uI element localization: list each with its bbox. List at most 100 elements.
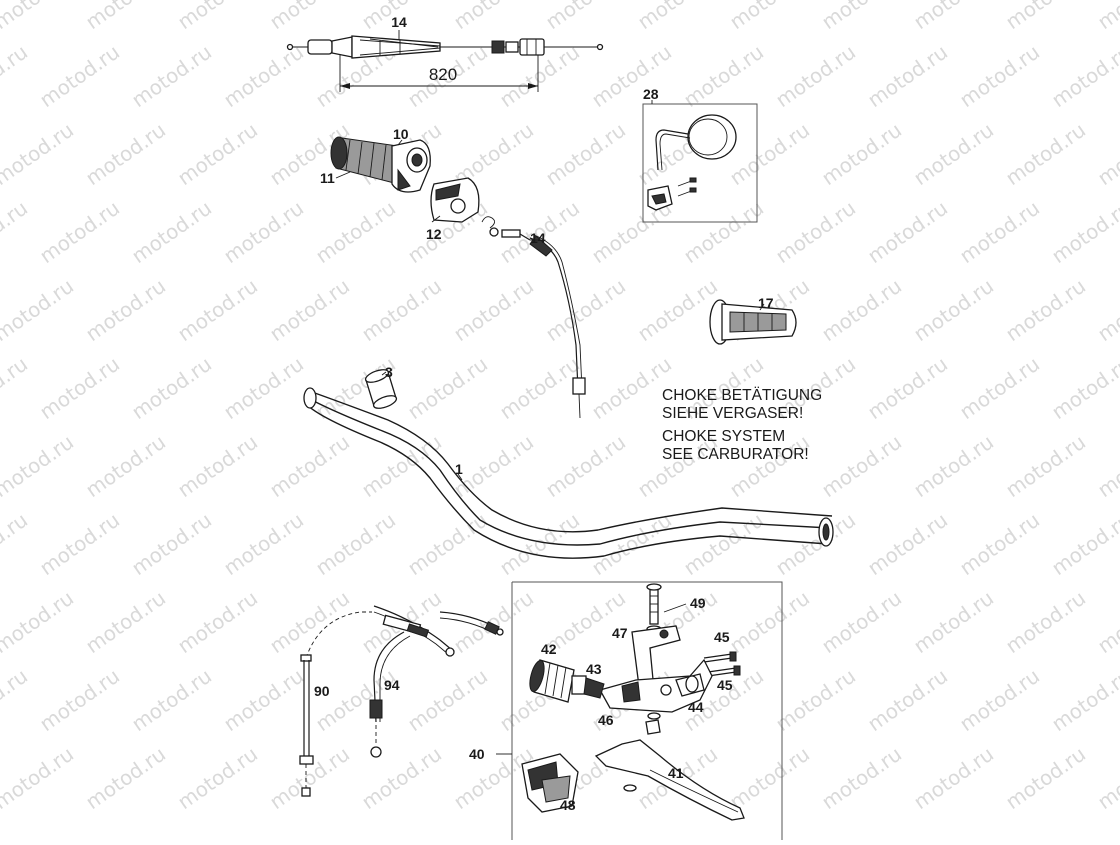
callout-45-b: 45 [717, 677, 733, 693]
left-grip: 17 [709, 295, 797, 345]
bushing: 3 [364, 364, 398, 409]
watermark-text: motod.ru [449, 586, 538, 658]
watermark-text: motod.ru [0, 0, 78, 34]
watermark-text: motod.ru [1047, 40, 1120, 112]
watermark-text: motod.ru [403, 664, 492, 736]
watermark-text: motod.ru [81, 742, 170, 814]
watermark-text: motod.ru [863, 508, 952, 580]
watermark-text: motod.ru [633, 274, 722, 346]
callout-44: 44 [688, 699, 704, 715]
watermark-text: motod.ru [909, 118, 998, 190]
watermark-text: motod.ru [863, 40, 952, 112]
watermark-text: motod.ru [725, 586, 814, 658]
watermark-text: motod.ru [1001, 586, 1090, 658]
watermark-text: motod.ru [955, 196, 1044, 268]
throttle-housing-cover: 12 [426, 177, 480, 242]
callout-11: 11 [320, 170, 335, 186]
callout-17: 17 [758, 295, 774, 311]
watermark-text: motod.ru [449, 0, 538, 34]
watermark-text: motod.ru [81, 0, 170, 34]
watermark-text: motod.ru [81, 274, 170, 346]
watermark-text: motod.ru [219, 196, 308, 268]
watermark-text: motod.ru [0, 118, 78, 190]
watermark-text: motod.ru [541, 430, 630, 502]
watermark-text: motod.ru [0, 742, 78, 814]
watermark-text: motod.ru [0, 508, 32, 580]
watermark-text: motod.ru [1047, 664, 1120, 736]
callout-94: 94 [384, 677, 400, 693]
callout-40: 40 [469, 746, 485, 762]
watermark-text: motod.ru [725, 118, 814, 190]
watermark-text: motod.ru [1001, 742, 1090, 814]
watermark-text: motod.ru [449, 274, 538, 346]
watermark-text: motod.ru [771, 664, 860, 736]
note-line-1: CHOKE BETÄTIGUNG [662, 387, 822, 404]
mirror-assembly: 28 [642, 86, 758, 223]
dimension-label: 820 [429, 65, 457, 84]
callout-42: 42 [541, 641, 557, 657]
watermark-text: motod.ru [863, 352, 952, 424]
watermark-text: motod.ru [311, 196, 400, 268]
watermark-text: motod.ru [541, 118, 630, 190]
watermark-text: motod.ru [725, 0, 814, 34]
throttle-cable-top: 820 14 [286, 14, 604, 92]
watermark-text: motod.ru [909, 742, 998, 814]
watermark-text: motod.ru [1093, 118, 1120, 190]
watermark-text: motod.ru [1047, 352, 1120, 424]
watermark-text: motod.ru [1001, 118, 1090, 190]
watermark-text: motod.ru [265, 0, 354, 34]
watermark-text: motod.ru [35, 196, 124, 268]
watermark-text: motod.ru [265, 430, 354, 502]
watermark-text: motod.ru [863, 664, 952, 736]
callout-1: 1 [455, 461, 463, 477]
watermark-text: motod.ru [955, 352, 1044, 424]
watermark-text: motod.ru [0, 586, 78, 658]
watermark-text: motod.ru [817, 118, 906, 190]
watermark-text: motod.ru [771, 40, 860, 112]
callout-46: 46 [598, 712, 614, 728]
watermark-text: motod.ru [311, 508, 400, 580]
throttle-grip-assembly: 10 11 [320, 126, 431, 193]
watermark-text: motod.ru [127, 508, 216, 580]
note-line-2: SIEHE VERGASER! [662, 405, 803, 422]
watermark-text: motod.ru [633, 0, 722, 34]
watermark-text: motod.ru [1001, 0, 1090, 34]
callout-10: 10 [393, 126, 409, 142]
watermark-text: motod.ru [81, 118, 170, 190]
watermark-text: motod.ru [35, 352, 124, 424]
watermark-text: motod.ru [127, 352, 216, 424]
watermark-text: motod.ru [725, 742, 814, 814]
watermark-text: motod.ru [0, 40, 32, 112]
watermark-text: motod.ru [0, 274, 78, 346]
watermark-text: motod.ru [909, 430, 998, 502]
watermark-text: motod.ru [403, 352, 492, 424]
watermark-text: motod.ru [357, 430, 446, 502]
watermark-text: motod.ru [909, 274, 998, 346]
watermark-text: motod.ru [1093, 430, 1120, 502]
callout-49: 49 [690, 595, 706, 611]
watermark-text: motod.ru [587, 40, 676, 112]
watermark-text: motod.ru [265, 586, 354, 658]
watermark-text: motod.ru [0, 352, 32, 424]
watermark-text: motod.ru [679, 196, 768, 268]
watermark-text: motod.ru [1001, 274, 1090, 346]
watermark-text: motod.ru [1093, 274, 1120, 346]
watermark-text: motod.ru [173, 430, 262, 502]
watermark-text: motod.ru [1093, 0, 1120, 34]
watermark-text: motod.ru [863, 196, 952, 268]
watermark-text: motod.ru [909, 586, 998, 658]
note-line-3: CHOKE SYSTEM [662, 428, 785, 445]
watermark-text: motod.ru [219, 664, 308, 736]
watermark-text: motod.ru [219, 352, 308, 424]
clutch-lever-assembly: 40 49 47 45 45 44 46 [469, 581, 783, 840]
watermark-text: motod.ru [265, 274, 354, 346]
callout-41: 41 [668, 765, 684, 781]
callout-90: 90 [314, 683, 330, 699]
watermark-text: motod.ru [35, 40, 124, 112]
watermark-text: motod.ru [219, 40, 308, 112]
watermark-text: motod.ru [127, 40, 216, 112]
throttle-cable-middle: 14 [481, 216, 586, 419]
callout-43: 43 [586, 661, 602, 677]
